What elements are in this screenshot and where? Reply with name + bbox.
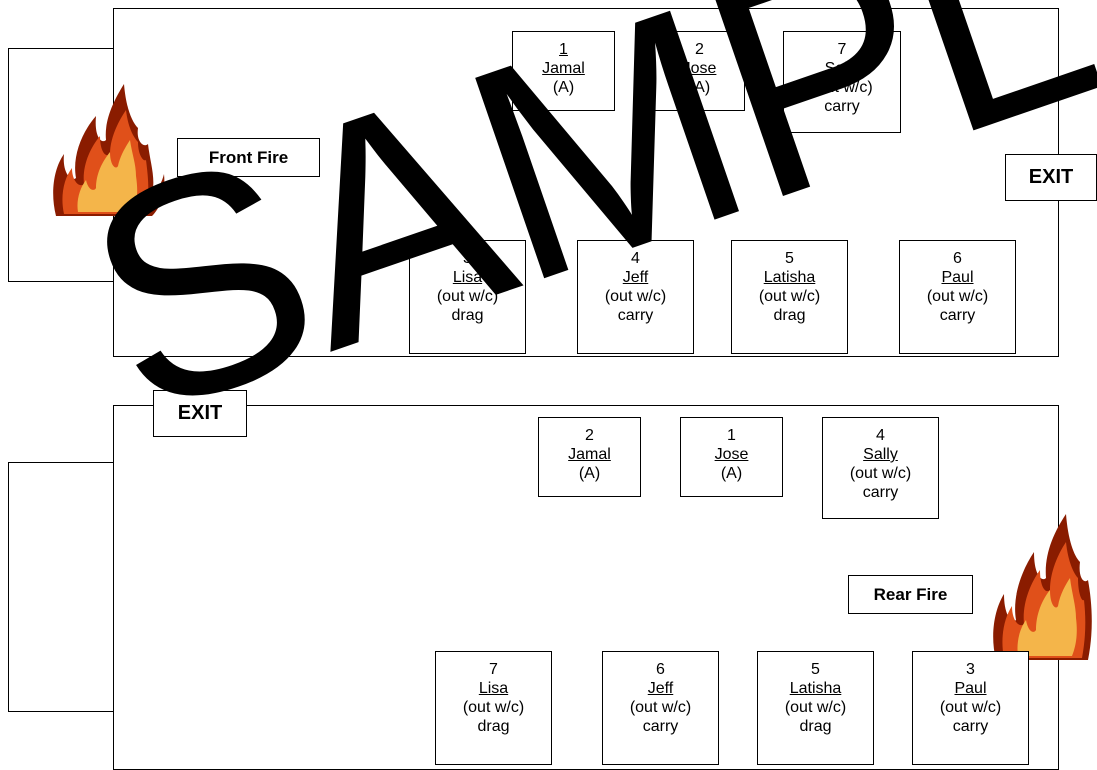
rear-alcove — [8, 462, 114, 712]
front-fire-icon — [53, 84, 165, 216]
rear-exit-sign: EXIT — [153, 390, 247, 437]
front-fire-label: Front Fire — [177, 138, 320, 177]
rear-fire-icon — [993, 514, 1092, 660]
rear-fire-label: Rear Fire — [848, 575, 973, 614]
front-exit-sign: EXIT — [1005, 154, 1097, 201]
